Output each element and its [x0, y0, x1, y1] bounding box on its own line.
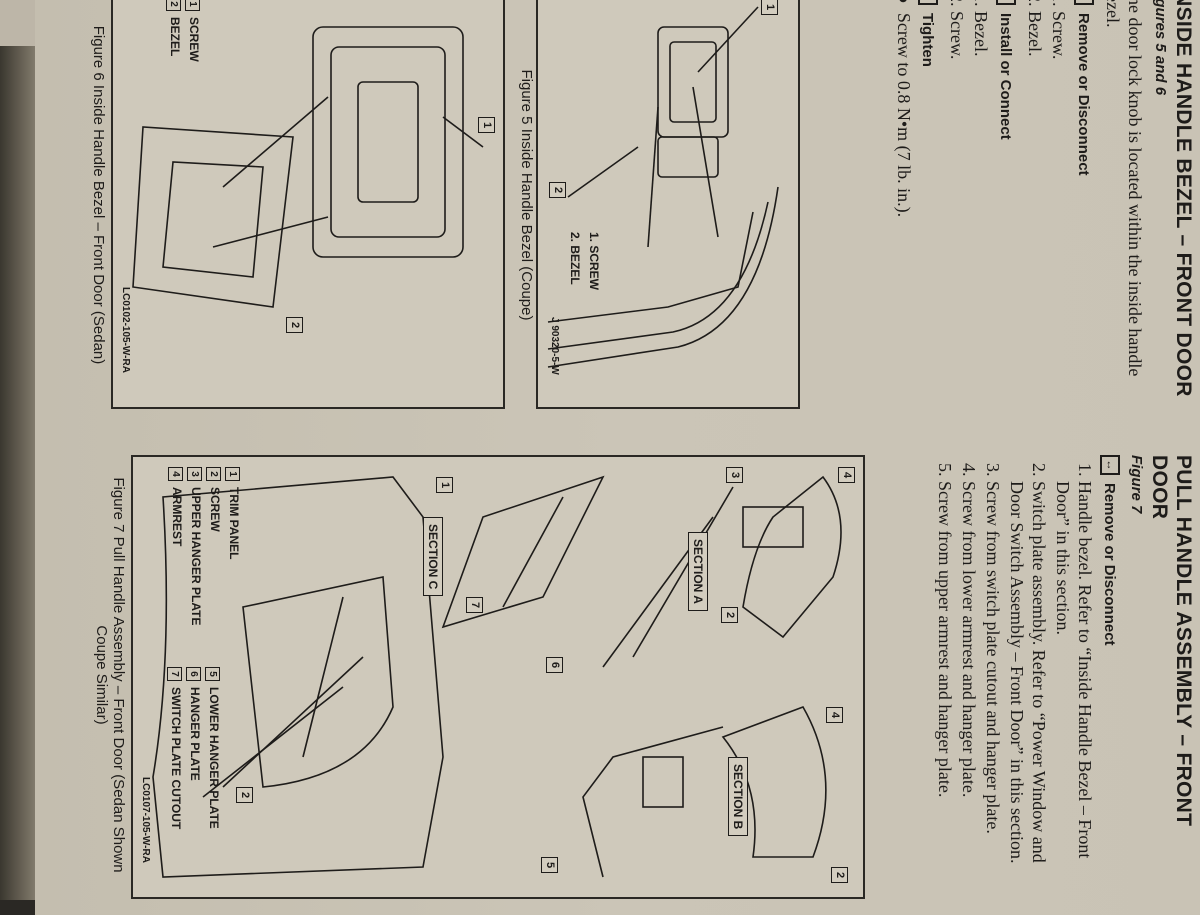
pull-handle-remove-steps: Handle bezel. Refer to “Inside Handle Be… [934, 455, 1096, 885]
legend-item: 2BEZEL [165, 0, 184, 62]
inside-handle-bezel-column: INSIDE HANDLE BEZEL – FRONT DOOR Figures… [90, 0, 1195, 415]
figure-7-callout: 1 [436, 477, 453, 493]
legend-label: SCREW [187, 17, 201, 62]
figure-7-legend-right: 5LOWER HANGER PLATE 6HANGER PLATE 7SWITC… [166, 667, 223, 829]
figure-7-callout: 6 [546, 657, 563, 673]
remove-step: Bezel. [1024, 11, 1046, 415]
tighten-item: ● Screw to 0.8 N•m (7 lb. in.). [894, 0, 914, 218]
figure-6-code: LC0102-105-W-RA [120, 287, 131, 373]
figure-7-drawing [152, 475, 842, 878]
remove-heading: ↔ Remove or Disconnect [1100, 455, 1120, 885]
remove-step: Screw from lower armrest and hanger plat… [958, 481, 980, 885]
tighten-heading-label: Tighten [919, 13, 937, 67]
remove-step: Handle bezel. Refer to “Inside Handle Be… [1052, 481, 1096, 885]
book-spine-shadow [0, 46, 40, 900]
install-step: Screw. [946, 11, 968, 415]
remove-step: Screw from switch plate cutout and hange… [982, 481, 1004, 885]
figure-5-callout: 1 [761, 0, 778, 15]
remove-steps: Screw. Bezel. [1024, 0, 1070, 415]
figure-7-callout: 3 [726, 467, 743, 483]
figure-7-callout: 4 [838, 467, 855, 483]
install-heading: ⇄ Install or Connect [996, 0, 1016, 415]
legend-label: UPPER HANGER PLATE [189, 487, 203, 626]
legend-item: 5LOWER HANGER PLATE [204, 667, 223, 829]
figure-5-legend: 1. SCREW 2. BEZEL [565, 232, 603, 290]
figure-reference: Figure 7 [1128, 455, 1145, 514]
remove-heading-label: Remove or Disconnect [1075, 13, 1093, 176]
legend-label: ARMREST [170, 487, 184, 547]
tighten-text: Screw to 0.8 N•m (7 lb. in.). [894, 12, 914, 218]
legend-number: 2 [206, 467, 221, 481]
legend-item: 3UPPER HANGER PLATE [186, 467, 205, 625]
figure-5-drawing [547, 6, 779, 368]
remove-step: Screw. [1048, 11, 1070, 415]
remove-step: Screw from upper armrest and hanger plat… [934, 481, 956, 885]
legend-item: 2. BEZEL [568, 232, 582, 285]
section-a-label: SECTION A [688, 532, 708, 611]
pull-handle-assembly-column: PULL HANDLE ASSEMBLY – FRONT DOOR Figure… [93, 455, 1195, 899]
legend-number: 3 [187, 467, 202, 481]
figure-7-callout: 2 [236, 787, 253, 803]
legend-number: 1 [225, 467, 240, 481]
section-b-label: SECTION B [728, 757, 748, 837]
section-title-pull-handle: PULL HANDLE ASSEMBLY – FRONT DOOR [1148, 455, 1195, 827]
manual-page: INSIDE HANDLE BEZEL – FRONT DOOR Figures… [35, 0, 1200, 915]
legend-item: 2SCREW [205, 467, 224, 625]
figure-5-caption: Figure 5 Inside Handle Bezel (Coupe) [518, 69, 535, 321]
figure-5-code: J 90320-5-W [549, 317, 560, 375]
legend-number: 4 [168, 467, 183, 481]
figure-5-box: 1 2 1. SCREW 2. BEZEL J 90320-5-W [536, 0, 800, 409]
legend-label: BEZEL [168, 17, 182, 57]
legend-number: 7 [167, 667, 182, 681]
remove-heading: ↔ Remove or Disconnect [1074, 0, 1094, 415]
remove-heading-label: Remove or Disconnect [1101, 483, 1119, 646]
figure-7-caption: Figure 7 Pull Handle Assembly – Front Do… [93, 477, 127, 873]
figure-7-legend-left: 1TRIM PANEL 2SCREW 3UPPER HANGER PLATE 4… [167, 467, 243, 625]
figure-5-callout: 2 [549, 182, 566, 198]
remove-arrows-icon: ↔ [1100, 455, 1120, 475]
legend-number: 6 [186, 667, 201, 681]
legend-item: 1TRIM PANEL [224, 467, 243, 625]
figure-7-callout: 2 [831, 867, 848, 883]
legend-item: 1SCREW [184, 0, 203, 62]
install-steps: Bezel. Screw. [946, 0, 992, 415]
install-step: Bezel. [970, 11, 992, 415]
remove-step: Switch plate assembly. Refer to “Power W… [1006, 481, 1050, 885]
legend-number: 2 [166, 0, 181, 11]
legend-item: 4ARMREST [167, 467, 186, 625]
figure-7-callout: 4 [826, 707, 843, 723]
figure-6-legend: 1SCREW 2BEZEL [165, 0, 203, 62]
figure-7-callout: 7 [466, 597, 483, 613]
figure-7-callout: 2 [721, 607, 738, 623]
intro-text: The door lock knob is located within the… [1103, 0, 1145, 377]
figure-6-callout: 2 [286, 317, 303, 333]
figure-6-caption: Figure 6 Inside Handle Bezel – Front Doo… [90, 25, 107, 365]
torque-wrench-icon: ↻ [918, 0, 938, 5]
legend-item: 1. SCREW [587, 232, 601, 291]
figure-reference: Figures 5 and 6 [1152, 0, 1169, 96]
figure-7-box: 4 3 2 4 2 7 6 5 1 2 SECTION A SECTION B … [131, 455, 865, 899]
figure-7-code: LC0107-105-W-RA [140, 777, 151, 863]
section-title-inside-handle-bezel: INSIDE HANDLE BEZEL – FRONT DOOR [1172, 0, 1195, 397]
figure-6-drawing [132, 26, 484, 308]
legend-label: SWITCH PLATE CUTOUT [169, 687, 183, 830]
install-heading-label: Install or Connect [997, 13, 1015, 140]
figure-6-box: 1 2 1SCREW 2BEZEL LC0102-105-W-RA [111, 0, 505, 409]
tighten-heading: ↻ Tighten [918, 0, 938, 415]
figure-7-callout: 5 [541, 857, 558, 873]
legend-label: SCREW [208, 487, 222, 532]
figure-6-callout: 1 [478, 117, 495, 133]
legend-number: 5 [205, 667, 220, 681]
install-arrows-icon: ⇄ [996, 0, 1016, 5]
legend-number: 1 [185, 0, 200, 11]
legend-item: 6HANGER PLATE [185, 667, 204, 829]
legend-label: TRIM PANEL [227, 487, 241, 560]
legend-label: LOWER HANGER PLATE [207, 687, 221, 829]
section-c-label: SECTION C [423, 517, 443, 597]
remove-arrows-icon: ↔ [1074, 0, 1094, 5]
legend-label: HANGER PLATE [188, 687, 202, 781]
legend-item: 7SWITCH PLATE CUTOUT [166, 667, 185, 829]
